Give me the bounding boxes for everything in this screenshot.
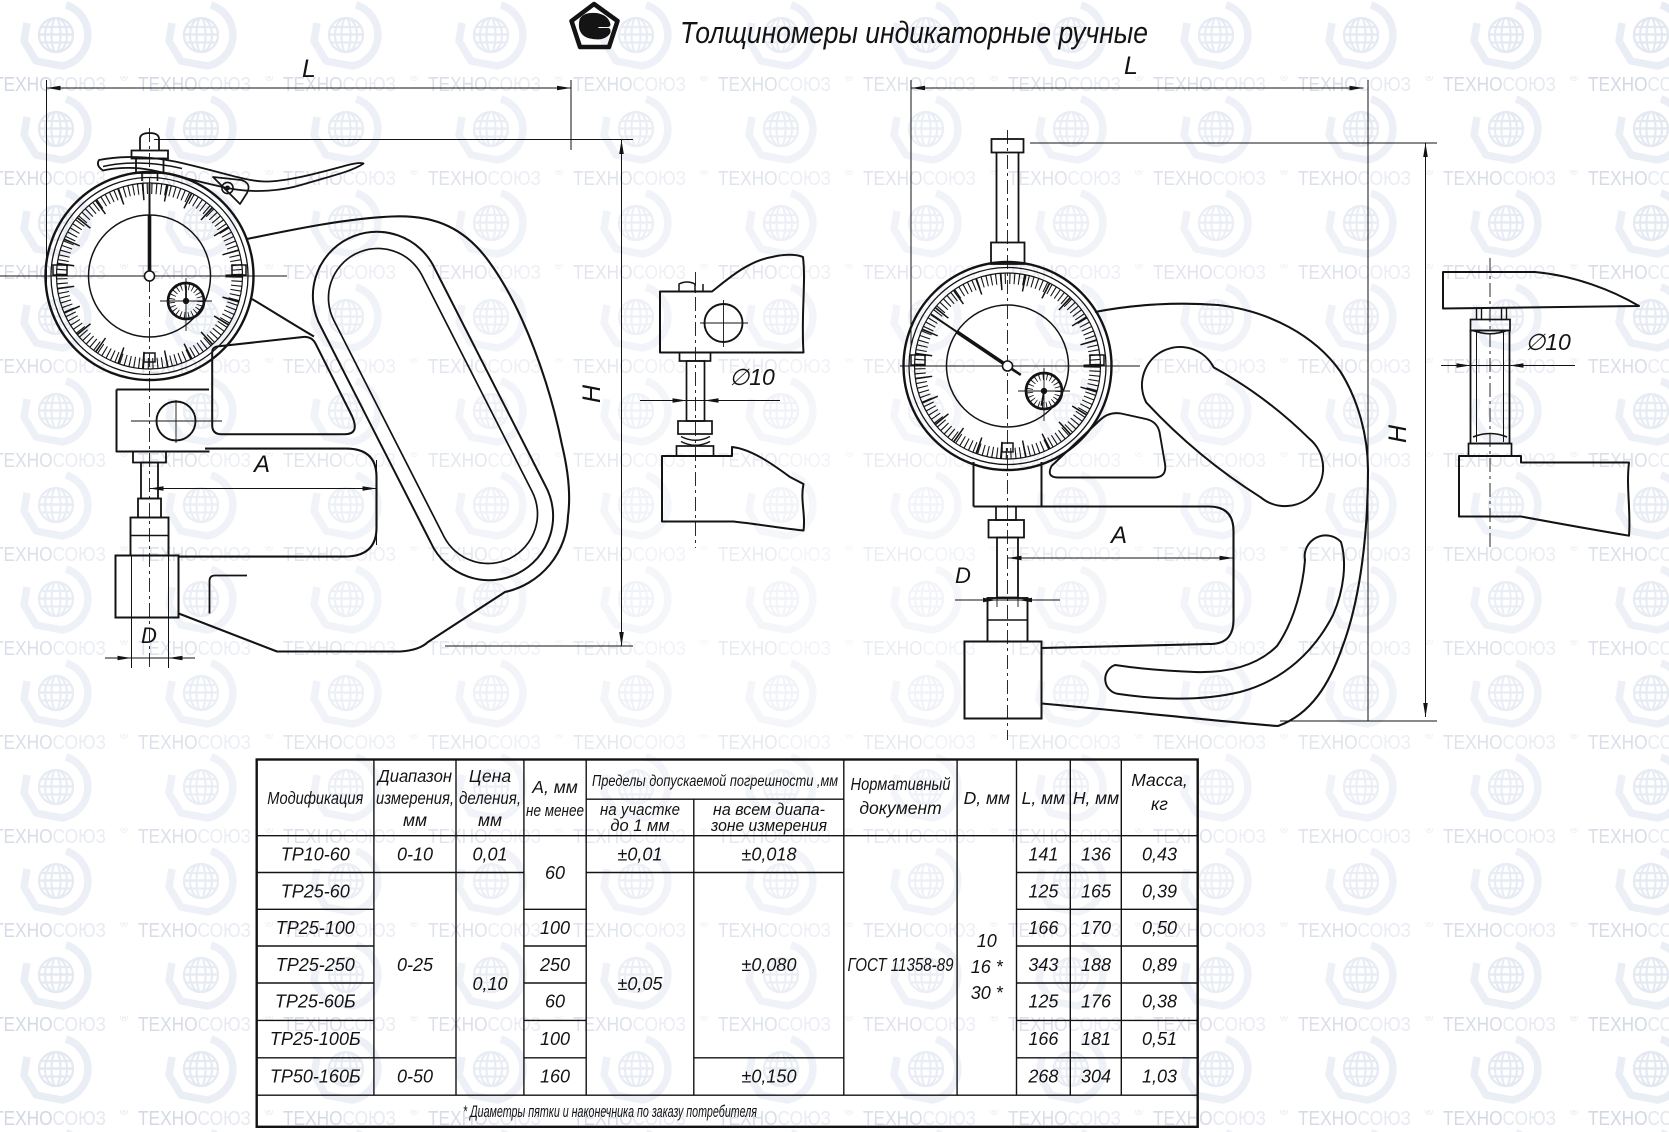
svg-text:0,89: 0,89 (1142, 955, 1177, 975)
svg-text:Масса,: Масса, (1131, 770, 1188, 790)
svg-text:343: 343 (1028, 955, 1058, 975)
svg-text:H: H (1384, 424, 1412, 443)
svg-text:на участке: на участке (600, 801, 680, 819)
svg-text:на всем диапа-: на всем диапа- (713, 801, 825, 819)
svg-text:1,03: 1,03 (1142, 1067, 1177, 1087)
svg-text:Н, мм: Н, мм (1073, 788, 1119, 808)
svg-text:ТР25-60Б: ТР25-60Б (275, 992, 356, 1012)
svg-text:ТР10-60: ТР10-60 (281, 845, 350, 865)
svg-text:до 1 мм: до 1 мм (610, 817, 669, 835)
svg-text:0,50: 0,50 (1142, 918, 1177, 938)
svg-text:∅10: ∅10 (1525, 329, 1571, 355)
svg-text:±0,080: ±0,080 (742, 955, 797, 975)
svg-text:268: 268 (1027, 1067, 1058, 1087)
svg-text:0,39: 0,39 (1142, 881, 1177, 901)
svg-text:10: 10 (977, 931, 997, 951)
svg-text:16 *: 16 * (971, 957, 1004, 977)
svg-text:A: A (252, 451, 270, 478)
svg-text:±0,01: ±0,01 (618, 845, 663, 865)
svg-text:ТР25-60: ТР25-60 (281, 881, 350, 901)
svg-text:A: A (1109, 522, 1127, 549)
svg-text:ТР25-100: ТР25-100 (276, 918, 355, 938)
svg-text:D: D (955, 563, 971, 588)
svg-text:165: 165 (1081, 881, 1112, 901)
svg-text:Модификация: Модификация (267, 788, 363, 808)
svg-text:не менее: не менее (526, 802, 584, 820)
svg-text:250: 250 (539, 955, 570, 975)
svg-text:±0,05: ±0,05 (618, 974, 664, 994)
svg-text:Цена: Цена (469, 766, 511, 786)
svg-text:ТР50-160Б: ТР50-160Б (270, 1067, 361, 1087)
svg-text:ГОСТ 11358-89: ГОСТ 11358-89 (848, 955, 954, 975)
svg-text:ТР25-100Б: ТР25-100Б (270, 1029, 361, 1049)
svg-text:мм: мм (478, 810, 502, 830)
svg-text:D: D (141, 623, 157, 648)
svg-text:125: 125 (1028, 881, 1059, 901)
svg-text:L: L (302, 55, 316, 83)
svg-text:304: 304 (1081, 1067, 1111, 1087)
svg-text:Пределы допускаемой погрешност: Пределы допускаемой погрешности ,мм (592, 773, 838, 790)
svg-text:176: 176 (1081, 992, 1112, 1012)
svg-text:мм: мм (403, 810, 427, 830)
svg-text:D, мм: D, мм (964, 788, 1010, 808)
svg-text:Диапазон: Диапазон (376, 766, 452, 786)
svg-text:166: 166 (1028, 1029, 1059, 1049)
svg-text:166: 166 (1028, 918, 1059, 938)
svg-text:0,01: 0,01 (472, 845, 507, 865)
svg-text:136: 136 (1081, 845, 1112, 865)
svg-text:141: 141 (1028, 845, 1058, 865)
svg-text:0,51: 0,51 (1142, 1029, 1177, 1049)
svg-text:0-25: 0-25 (397, 955, 434, 975)
svg-text:±0,018: ±0,018 (742, 845, 797, 865)
svg-text:деления,: деления, (459, 788, 521, 808)
svg-text:0,10: 0,10 (472, 974, 507, 994)
svg-text:60: 60 (545, 863, 565, 883)
svg-text:100: 100 (540, 918, 570, 938)
svg-text:измерения,: измерения, (376, 788, 454, 808)
svg-text:ТР25-250: ТР25-250 (276, 955, 355, 975)
svg-text:Толщиномеры индикаторные ручны: Толщиномеры индикаторные ручные (680, 16, 1148, 50)
svg-text:зоне измерения: зоне измерения (710, 817, 827, 835)
svg-text:0,38: 0,38 (1142, 992, 1177, 1012)
svg-text:100: 100 (540, 1029, 570, 1049)
svg-text:L: L (1124, 52, 1138, 80)
svg-text:кг: кг (1151, 794, 1168, 814)
svg-text:H: H (578, 384, 606, 403)
svg-text:0,43: 0,43 (1142, 845, 1177, 865)
svg-text:документ: документ (859, 798, 941, 818)
svg-text:А, мм: А, мм (531, 777, 577, 797)
svg-text:Нормативный: Нормативный (851, 774, 951, 794)
svg-text:188: 188 (1081, 955, 1111, 975)
svg-text:* Диаметры пятки и наконечника: * Диаметры пятки и наконечника по заказу… (463, 1102, 757, 1121)
svg-text:∅10: ∅10 (729, 364, 775, 390)
svg-text:L, мм: L, мм (1022, 788, 1065, 808)
svg-text:160: 160 (540, 1067, 570, 1087)
svg-text:170: 170 (1081, 918, 1111, 938)
svg-text:181: 181 (1081, 1029, 1111, 1049)
svg-text:0-10: 0-10 (397, 845, 433, 865)
svg-text:30 *: 30 * (971, 983, 1004, 1003)
svg-text:60: 60 (545, 992, 565, 1012)
svg-text:0-50: 0-50 (397, 1067, 433, 1087)
svg-text:±0,150: ±0,150 (742, 1067, 797, 1087)
svg-text:125: 125 (1028, 992, 1059, 1012)
